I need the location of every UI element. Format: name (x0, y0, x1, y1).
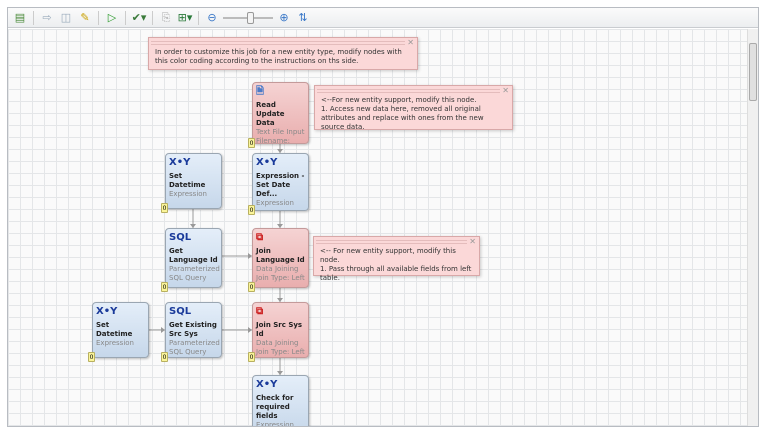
expression-icon: X•Y (256, 379, 278, 390)
arrow-head (277, 149, 283, 153)
node-title: Set Datetime (169, 172, 206, 189)
node-title: Expression - Set Date Def... (256, 172, 305, 198)
node-type: Expression (256, 199, 294, 207)
node-title: Read Update Data (256, 101, 285, 127)
join-icon: ⧉ (256, 306, 264, 317)
node-title: Join Language Id (256, 247, 305, 264)
close-icon[interactable]: ✕ (502, 86, 509, 95)
note[interactable]: ✕<-- For new entity support, modify this… (313, 236, 480, 282)
expression-icon: X•Y (256, 157, 278, 168)
close-icon[interactable]: ✕ (407, 38, 414, 47)
row-count-badge: 0 (248, 282, 255, 292)
zoom-in-icon[interactable]: ⊕ (279, 11, 289, 24)
toolbar-separator (98, 10, 99, 25)
close-icon[interactable]: ✕ (469, 237, 476, 246)
connections (148, 144, 283, 375)
arrow-head (277, 224, 283, 228)
node-type: Parameterized SQL Query (169, 265, 220, 282)
note[interactable]: ✕ In order to customize this job for a ne… (148, 37, 418, 70)
row-count-badge: 0 (248, 352, 255, 362)
properties-icon[interactable]: ▤ (14, 11, 26, 24)
node-set-datetime[interactable]: X•Y Set Datetime Expression 0 (161, 153, 222, 213)
node-check-for-required-fields[interactable]: X•Y Check for required fields Expression (252, 375, 309, 426)
notes-icon[interactable]: ✎ (80, 11, 90, 24)
row-count-badge: 0 (88, 352, 95, 362)
slider-thumb[interactable] (247, 11, 254, 24)
node-get-existing-src-sys[interactable]: SQL Get Existing Src Sys Parameterized S… (161, 302, 222, 362)
note-text: <--For new entity support, modify this n… (321, 96, 484, 131)
node-title: Get Existing Src Sys (169, 321, 217, 338)
note-text: <-- For new entity support, modify this … (320, 247, 472, 282)
zoom-slider[interactable] (223, 11, 273, 25)
node-type: Text File Input (256, 128, 305, 136)
node-detail: Join Type: Left (256, 348, 305, 356)
vertical-scrollbar[interactable] (747, 29, 758, 426)
row-count-badge: 0 (161, 203, 168, 213)
row-count-badge: 0 (248, 205, 255, 215)
row-count-badge: 0 (161, 282, 168, 292)
arrow-head (190, 224, 196, 228)
node-join-language-id[interactable]: ⧉ Join Language Id Data Joining Join Typ… (248, 228, 309, 292)
arrow-head (161, 327, 165, 333)
node-title: Join Src Sys Id (256, 321, 303, 338)
node-expression-set-date-def[interactable]: X•Y Expression - Set Date Def... Express… (248, 153, 309, 215)
run-icon[interactable]: ▷ (107, 11, 117, 24)
note[interactable]: ✕ <--For new entity support, modify this … (314, 85, 513, 131)
file-icon: 🗎 (256, 86, 265, 97)
node-detail: Join Type: Left (256, 274, 305, 282)
layout-icon[interactable]: ⊞▾ (177, 11, 193, 24)
note-drag-handle[interactable] (317, 89, 500, 93)
note-drag-handle[interactable] (316, 240, 467, 244)
sql-icon: SQL (169, 306, 192, 317)
toolbar-separator (152, 10, 153, 25)
node-detail: Filename: (256, 137, 290, 145)
node-type: Expression (96, 339, 134, 347)
row-count-badge: 0 (248, 138, 255, 148)
node-type: Parameterized SQL Query (169, 339, 220, 356)
node-read-update-data[interactable]: 🗎 Read Update Data Text File Input Filen… (248, 82, 309, 148)
arrow-head (248, 327, 252, 333)
arrow-head (248, 253, 252, 259)
arrow-head (277, 371, 283, 375)
node-get-language-id[interactable]: SQL Get Language Id Parameterized SQL Qu… (161, 228, 222, 292)
expression-icon: X•Y (169, 157, 191, 168)
toolbar: ▤ ⇨ ◫ ✎ ▷ ✔▾ ⎘ ⊞▾ ⊖ ⊕ ⇅ (8, 8, 758, 28)
toolbar-separator (33, 10, 34, 25)
preview-icon[interactable]: ◫ (60, 11, 72, 24)
node-title: Set Datetime (96, 321, 133, 338)
job-editor-window: ▤ ⇨ ◫ ✎ ▷ ✔▾ ⎘ ⊞▾ ⊖ ⊕ ⇅ 🗎 Read Update Data Text Fi… (7, 7, 759, 427)
toolbar-separator (125, 10, 126, 25)
toolbar-separator (198, 10, 199, 25)
validate-icon[interactable]: ✔▾ (131, 11, 147, 24)
note-text: In order to customize this job for a new… (155, 48, 402, 65)
node-type: Expression (256, 421, 294, 426)
note-drag-handle[interactable] (151, 41, 405, 45)
copy-icon[interactable]: ⎘ (161, 10, 171, 24)
node-title: Check for required fields (256, 394, 294, 420)
node-type: Data Joining (256, 265, 299, 273)
expression-icon: X•Y (96, 306, 118, 317)
node-join-src-sys-id[interactable]: ⧉ Join Src Sys Id Data Joining Join Type… (248, 302, 309, 362)
node-type: Expression (169, 190, 207, 198)
node-title: Get Language Id (169, 247, 218, 264)
fit-icon[interactable]: ⇅ (298, 11, 308, 24)
scrollbar-thumb[interactable] (749, 43, 757, 101)
node-set-datetime[interactable]: X•Y Set Datetime Expression 0 (88, 302, 149, 362)
run-step-icon[interactable]: ⇨ (42, 11, 52, 24)
join-icon: ⧉ (256, 232, 264, 243)
zoom-out-icon[interactable]: ⊖ (207, 11, 217, 24)
row-count-badge: 0 (161, 352, 168, 362)
node-type: Data Joining (256, 339, 299, 347)
job-canvas[interactable]: 🗎 Read Update Data Text File Input Filen… (8, 29, 747, 426)
arrow-head (277, 298, 283, 302)
sql-icon: SQL (169, 232, 192, 243)
